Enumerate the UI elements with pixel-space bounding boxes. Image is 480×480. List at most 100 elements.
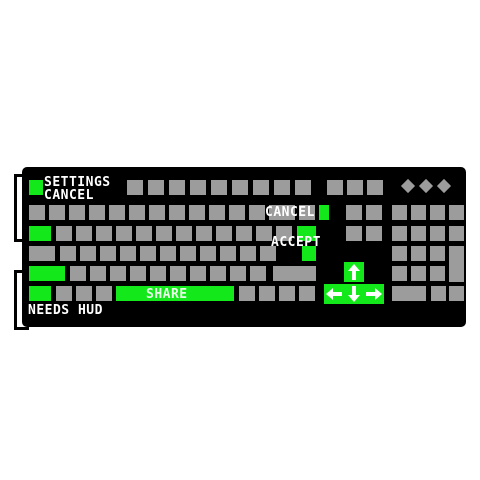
key-4[interactable] [190,180,206,195]
key-5[interactable] [211,180,227,195]
enter-key-top[interactable] [297,226,316,241]
key-14[interactable] [49,205,65,220]
arrow-right-icon[interactable] [364,284,384,304]
numpad-plus[interactable] [449,246,464,282]
key-68[interactable] [150,266,166,281]
key-78[interactable] [76,286,92,301]
key-25[interactable] [299,205,315,220]
key-72[interactable] [230,266,246,281]
key-30[interactable] [430,205,445,220]
key-49[interactable] [449,226,464,241]
key-35[interactable] [116,226,132,241]
key-17[interactable] [109,205,125,220]
key-75[interactable] [411,266,426,281]
key-37[interactable] [156,226,172,241]
key-39[interactable] [196,226,212,241]
key-15[interactable] [69,205,85,220]
key-42[interactable] [256,226,272,241]
key-3[interactable] [169,180,185,195]
key-29[interactable] [411,205,426,220]
key-36[interactable] [136,226,152,241]
arrow-up-icon[interactable] [344,262,364,282]
accept-key[interactable] [302,246,316,261]
key-23[interactable] [229,205,245,220]
key-21[interactable] [189,205,205,220]
key-40[interactable] [216,226,232,241]
arrow-left-icon[interactable] [324,284,344,304]
key-41[interactable] [236,226,252,241]
key-24[interactable] [249,205,265,220]
key-8[interactable] [274,180,290,195]
key-56[interactable] [180,246,196,261]
key-27[interactable] [366,205,382,220]
key-62[interactable] [411,246,426,261]
key-84[interactable] [431,286,446,301]
key-53[interactable] [120,246,136,261]
key-80[interactable] [239,286,255,301]
key-74[interactable] [392,266,407,281]
key-50[interactable] [60,246,76,261]
key-67[interactable] [130,266,146,281]
key-12[interactable] [367,180,383,195]
key-69[interactable] [170,266,186,281]
key-59[interactable] [240,246,256,261]
key-16[interactable] [89,205,105,220]
key-51[interactable] [80,246,96,261]
key-9[interactable] [295,180,311,195]
key-47[interactable] [411,226,426,241]
key-43[interactable] [276,226,292,241]
key-61[interactable] [392,246,407,261]
settings-key[interactable] [29,180,43,195]
key-38[interactable] [176,226,192,241]
key-76[interactable] [430,266,445,281]
arrow-down-icon[interactable] [344,284,364,304]
key-2[interactable] [148,180,164,195]
key-10[interactable] [327,180,343,195]
key-28[interactable] [392,205,407,220]
key-34[interactable] [96,226,112,241]
key-20[interactable] [169,205,185,220]
key-22[interactable] [209,205,225,220]
key-65[interactable] [90,266,106,281]
key-82[interactable] [279,286,295,301]
key-44[interactable] [346,226,362,241]
key-45[interactable] [366,226,382,241]
key-57[interactable] [200,246,216,261]
backspace-left[interactable] [269,205,295,220]
key-19[interactable] [149,205,165,220]
shift-key[interactable] [29,266,65,281]
ctrl-key[interactable] [29,286,51,301]
key-71[interactable] [210,266,226,281]
key-54[interactable] [140,246,156,261]
key-63[interactable] [430,246,445,261]
key-13[interactable] [29,205,45,220]
key-7[interactable] [253,180,269,195]
key-46[interactable] [392,226,407,241]
key-64[interactable] [70,266,86,281]
key-58[interactable] [220,246,236,261]
key-6[interactable] [232,180,248,195]
key-31[interactable] [449,205,464,220]
key-11[interactable] [347,180,363,195]
key-26[interactable] [346,205,362,220]
key-60[interactable] [260,246,276,261]
key-70[interactable] [190,266,206,281]
key-33[interactable] [76,226,92,241]
caps-key[interactable] [29,246,55,261]
key-1[interactable] [127,180,143,195]
key-73[interactable] [250,266,266,281]
tab-key[interactable] [29,226,51,241]
key-81[interactable] [259,286,275,301]
key-48[interactable] [430,226,445,241]
key-85[interactable] [449,286,464,301]
key-18[interactable] [129,205,145,220]
key-77[interactable] [56,286,72,301]
key-66[interactable] [110,266,126,281]
cancel-key[interactable] [319,205,329,220]
key-32[interactable] [56,226,72,241]
key-79[interactable] [96,286,112,301]
numpad-zero[interactable] [392,286,426,301]
right-shift[interactable] [273,266,316,281]
key-83[interactable] [299,286,315,301]
key-55[interactable] [160,246,176,261]
